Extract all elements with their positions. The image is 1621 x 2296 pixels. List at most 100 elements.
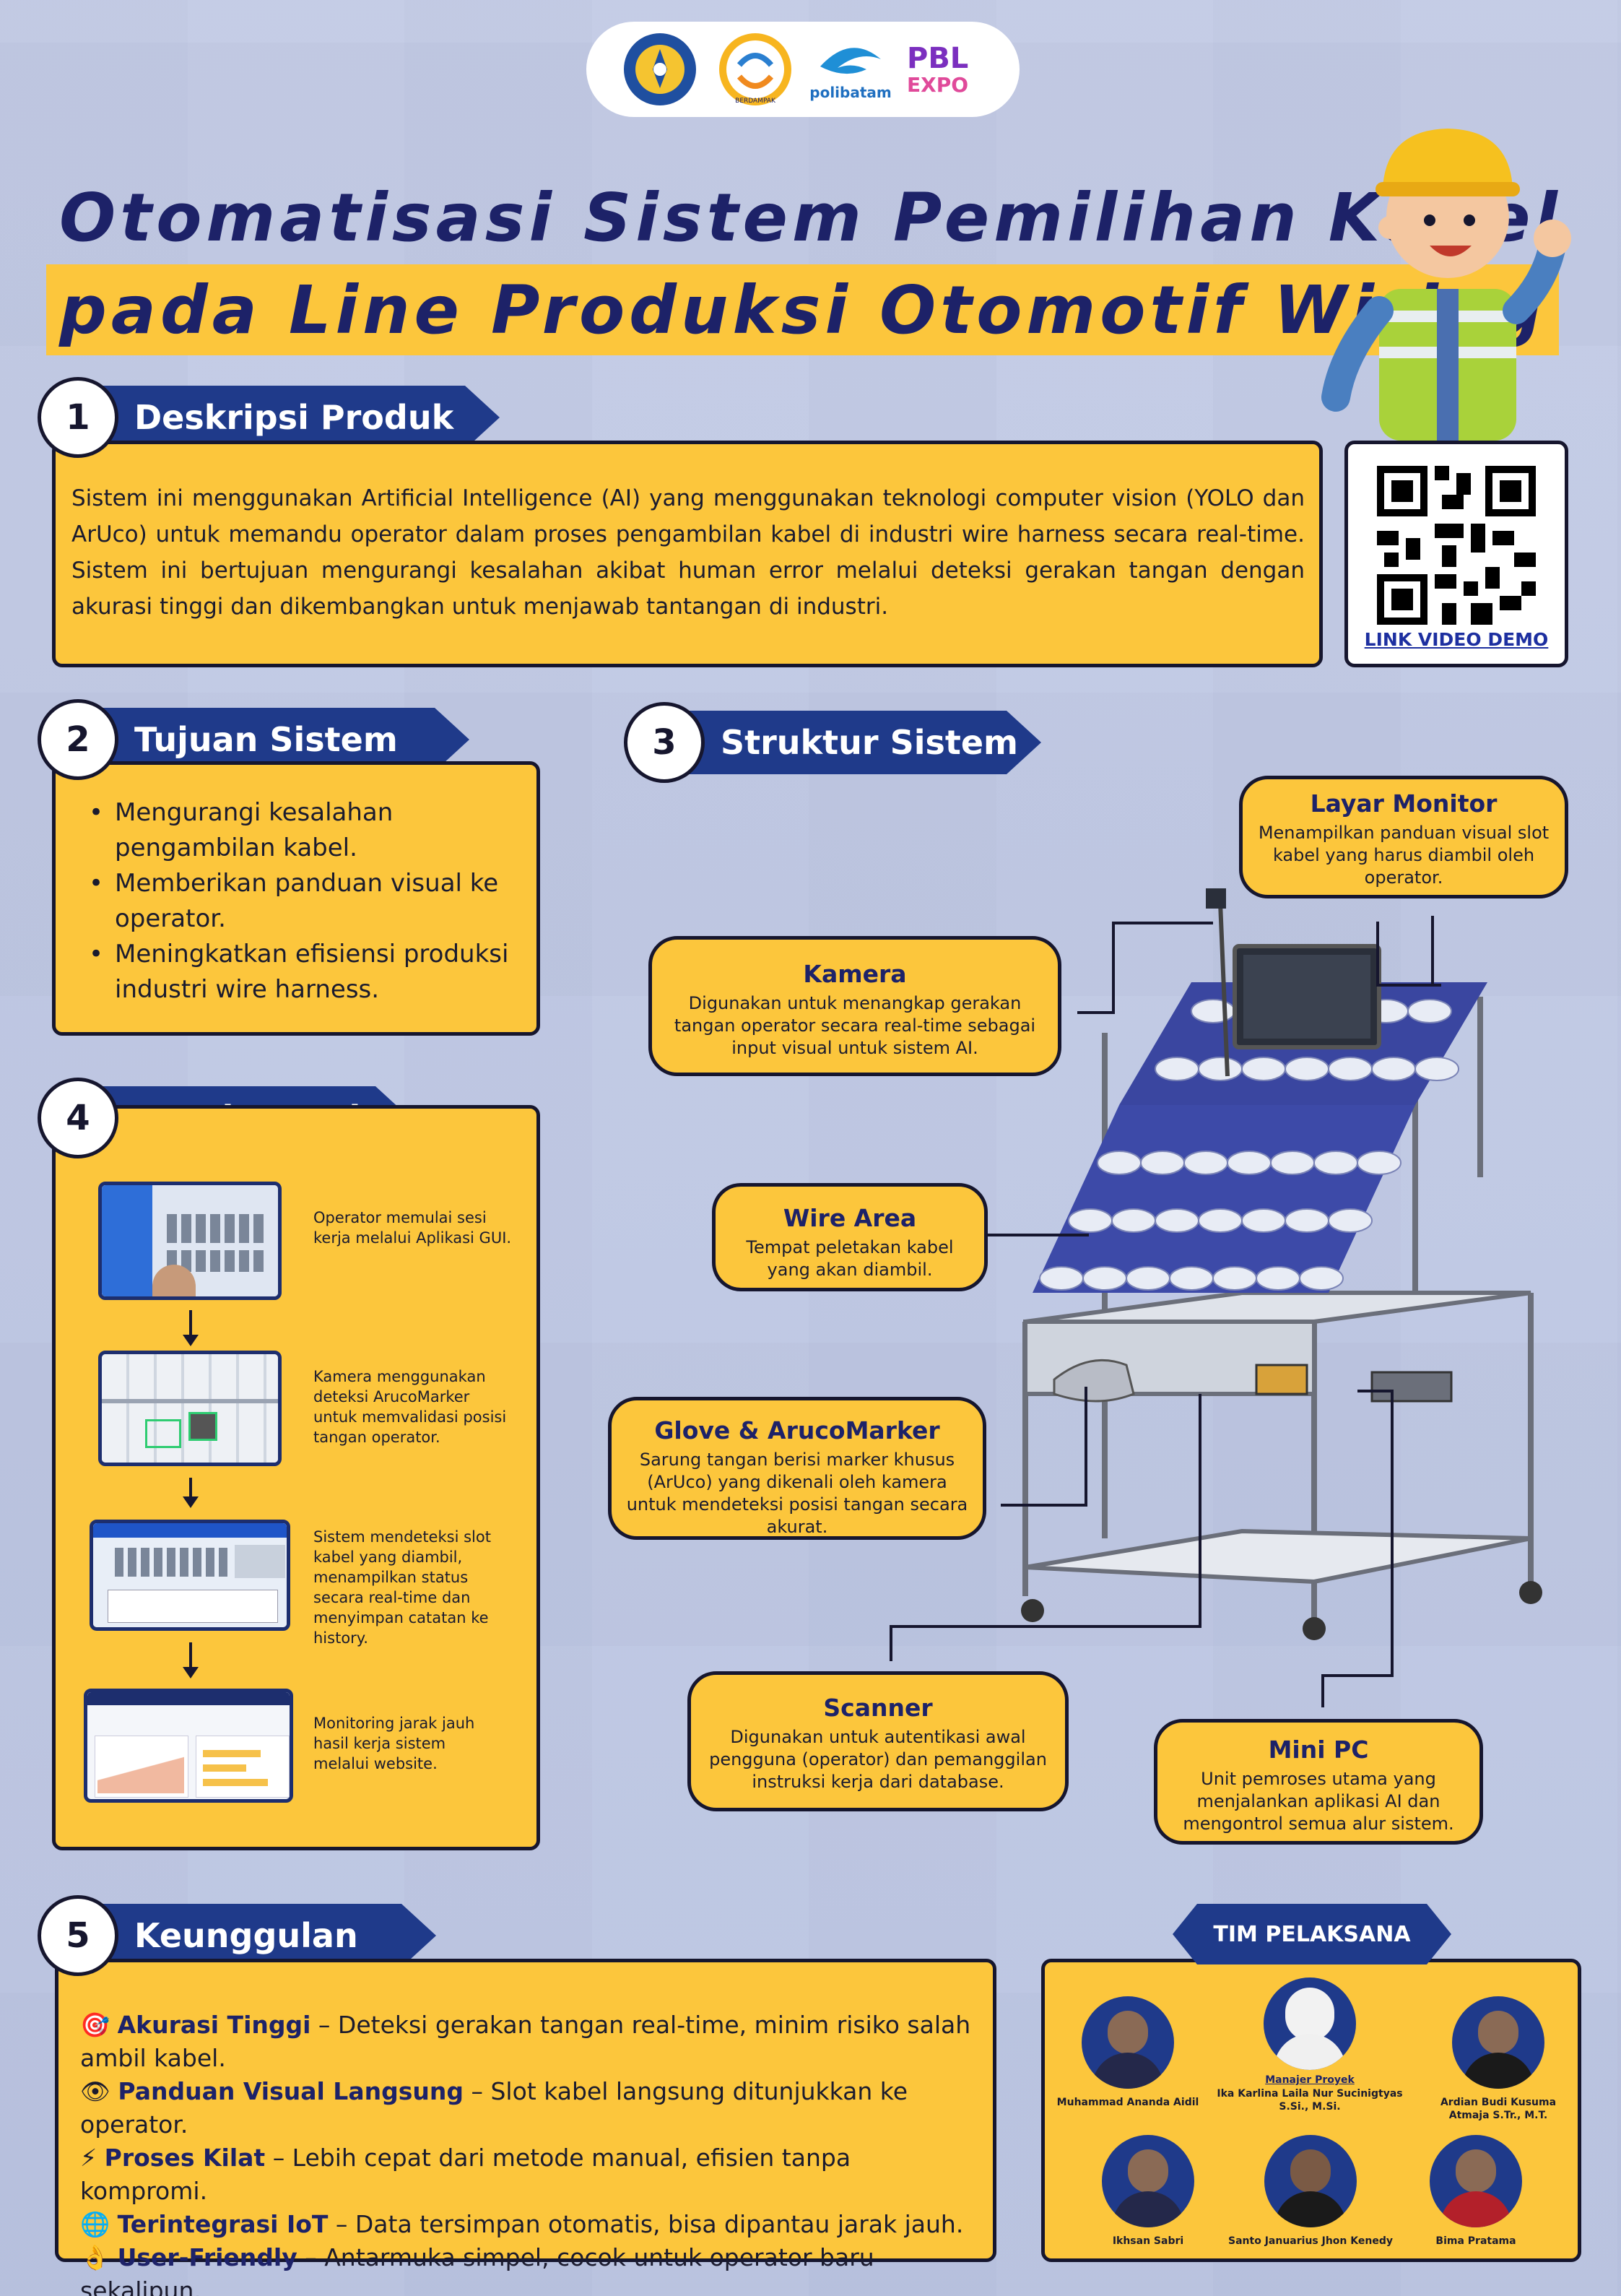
connector-line bbox=[1112, 922, 1115, 1014]
goal-item: Meningkatkan efisiensi produksi industri… bbox=[83, 937, 515, 1008]
team-member: Bima Pratama bbox=[1404, 2135, 1548, 2248]
goal-item: Mengurangi kesalahan pengambilan kabel. bbox=[83, 795, 515, 866]
advantage-item: 🌐 Terintegrasi IoT – Data tersimpan otom… bbox=[80, 2208, 971, 2241]
member-photo bbox=[1430, 2135, 1522, 2227]
workflow-screenshot-camera bbox=[98, 1351, 282, 1466]
workflow-screenshot-gui bbox=[98, 1182, 282, 1300]
connector-line bbox=[1001, 1504, 1087, 1507]
advantage-title: Terintegrasi IoT bbox=[117, 2210, 329, 2238]
target-icon: 🎯 bbox=[80, 2011, 110, 2039]
connector-line bbox=[1431, 916, 1434, 987]
workflow-screenshot-detection bbox=[90, 1520, 290, 1631]
pbl-expo-logo: PBL EXPO bbox=[907, 30, 985, 108]
description-text: Sistem ini menggunakan Artificial Intell… bbox=[71, 485, 1305, 620]
member-name: Bima Pratama bbox=[1435, 2235, 1516, 2247]
callout-mini-pc: Mini PC Unit pemroses utama yang menjala… bbox=[1154, 1719, 1483, 1845]
advantage-title: Proses Kilat bbox=[104, 2144, 266, 2172]
callout-desc: Unit pemroses utama yang menjalankan apl… bbox=[1183, 1769, 1454, 1834]
member-name: Ika Karlina Laila Nur Sucinigtyas S.Si.,… bbox=[1217, 2088, 1403, 2113]
connector-line bbox=[890, 1625, 892, 1661]
connector-line bbox=[1077, 1011, 1113, 1014]
goals-list: Mengurangi kesalahan pengambilan kabel. … bbox=[83, 795, 515, 1008]
section-number: 5 bbox=[38, 1895, 118, 1976]
connector-line bbox=[1357, 1390, 1394, 1392]
member-photo bbox=[1452, 1996, 1544, 2089]
goals-box: Mengurangi kesalahan pengambilan kabel. … bbox=[52, 761, 540, 1036]
section-number: 1 bbox=[38, 377, 118, 458]
connector-line bbox=[1321, 1674, 1324, 1707]
callout-glove-arucomarker: Glove & ArucoMarker Sarung tangan berisi… bbox=[608, 1397, 986, 1540]
advantage-item: 🎯 Akurasi Tinggi – Deteksi gerakan tanga… bbox=[80, 2009, 971, 2075]
section-title: Struktur Sistem bbox=[674, 711, 1041, 774]
callout-wire-area: Wire Area Tempat peletakan kabel yang ak… bbox=[712, 1183, 988, 1291]
team-member: Muhammad Ananda Aidil bbox=[1056, 1996, 1200, 2109]
diktisaintek-logo-text: BERDAMPAK bbox=[735, 98, 776, 105]
advantage-title: Akurasi Tinggi bbox=[117, 2011, 311, 2039]
callout-desc: Tempat peletakan kabel yang akan diambil… bbox=[746, 1237, 954, 1280]
member-name: Ikhsan Sabri bbox=[1112, 2235, 1184, 2247]
section-header-tujuan: 2 Tujuan Sistem bbox=[38, 699, 442, 780]
connector-line bbox=[1376, 922, 1379, 987]
lightning-icon: ⚡ bbox=[80, 2144, 97, 2172]
section-header-deskripsi: 1 Deskripsi Produk bbox=[38, 377, 471, 458]
section-title: Tujuan Sistem bbox=[88, 708, 469, 771]
connector-line bbox=[1321, 1674, 1394, 1677]
callout-kamera: Kamera Digunakan untuk menangkap gerakan… bbox=[648, 936, 1061, 1076]
advantage-title: Panduan Visual Langsung bbox=[118, 2077, 464, 2105]
section-title: Keunggulan bbox=[88, 1904, 436, 1967]
workflow-arrow bbox=[183, 1642, 199, 1678]
section-header-struktur: 3 Struktur Sistem bbox=[624, 702, 1043, 783]
connector-line bbox=[988, 1234, 1089, 1236]
advantage-text: – Deteksi gerakan tangan real-time, mini… bbox=[80, 2011, 971, 2072]
expo-logo-text: EXPO bbox=[907, 73, 969, 97]
description-box: Sistem ini menggunakan Artificial Intell… bbox=[52, 441, 1323, 667]
globe-icon: 🌐 bbox=[80, 2210, 110, 2238]
team-member: Ikhsan Sabri bbox=[1076, 2135, 1220, 2248]
goal-item: Memberikan panduan visual ke operator. bbox=[83, 866, 515, 937]
advantage-text: – Slot kabel langsung ditunjukkan ke ope… bbox=[80, 2077, 908, 2139]
callout-layar-monitor: Layar Monitor Menampilkan panduan visual… bbox=[1239, 776, 1568, 898]
callout-title: Layar Monitor bbox=[1310, 789, 1498, 818]
member-photo bbox=[1264, 1977, 1356, 2070]
callout-scanner: Scanner Digunakan untuk autentikasi awal… bbox=[687, 1671, 1069, 1811]
section-number: 3 bbox=[624, 702, 705, 783]
advantage-item: 👁 Panduan Visual Langsung – Slot kabel l… bbox=[80, 2075, 971, 2141]
qr-code-image[interactable] bbox=[1377, 466, 1536, 628]
callout-desc: Digunakan untuk menangkap gerakan tangan… bbox=[674, 993, 1036, 1058]
team-member: Ardian Budi Kusuma Atmaja S.Tr., M.T. bbox=[1422, 1996, 1574, 2122]
advantage-item: 👌 User-Friendly – Antarmuka simpel, coco… bbox=[80, 2241, 971, 2296]
workflow-step-text: Kamera menggunakan deteksi ArucoMarker u… bbox=[313, 1368, 507, 1446]
qr-card: LINK VIDEO DEMO bbox=[1344, 441, 1568, 667]
callout-title: Mini PC bbox=[1268, 1736, 1369, 1764]
callout-desc: Menampilkan panduan visual slot kabel ya… bbox=[1258, 823, 1550, 888]
hand-icon: 👌 bbox=[80, 2243, 110, 2271]
member-name: Santo Januarius Jhon Kenedy bbox=[1228, 2235, 1393, 2247]
eye-icon: 👁 bbox=[80, 2077, 110, 2105]
member-photo bbox=[1264, 2135, 1357, 2227]
member-name: Ardian Budi Kusuma Atmaja S.Tr., M.T. bbox=[1440, 2097, 1557, 2121]
member-name: Muhammad Ananda Aidil bbox=[1056, 2097, 1199, 2108]
worker-mascot-illustration bbox=[1314, 94, 1574, 441]
workflow-step-text: Monitoring jarak jauh hasil kerja sistem… bbox=[313, 1715, 475, 1772]
link-video-demo[interactable]: LINK VIDEO DEMO bbox=[1364, 629, 1549, 650]
tut-wuri-handayani-logo bbox=[621, 30, 699, 108]
polibatam-logo-text: polibatam bbox=[809, 84, 892, 101]
workflow-step-text: Operator memulai sesi kerja melalui Apli… bbox=[313, 1209, 512, 1247]
connector-line bbox=[1376, 984, 1441, 987]
connector-line bbox=[890, 1625, 1200, 1628]
section-number: 2 bbox=[38, 699, 118, 780]
advantage-text: – Data tersimpan otomatis, bisa dipantau… bbox=[328, 2210, 964, 2238]
workflow-arrow bbox=[183, 1478, 199, 1508]
connector-line bbox=[1391, 1390, 1394, 1677]
callout-title: Kamera bbox=[803, 960, 907, 988]
pbl-logo-text: PBL bbox=[907, 42, 969, 75]
connector-line bbox=[1112, 922, 1213, 924]
workflow-screenshot-website bbox=[84, 1689, 293, 1803]
workflow-arrow bbox=[183, 1310, 199, 1346]
member-photo bbox=[1082, 1996, 1174, 2089]
member-photo bbox=[1102, 2135, 1194, 2227]
advantage-text: – Antarmuka simpel, cocok untuk operator… bbox=[80, 2243, 874, 2296]
team-member-manager: Manajer Proyek Ika Karlina Laila Nur Suc… bbox=[1214, 1977, 1405, 2113]
advantage-item: ⚡ Proses Kilat – Lebih cepat dari metode… bbox=[80, 2141, 971, 2208]
connector-line bbox=[1085, 1387, 1087, 1507]
